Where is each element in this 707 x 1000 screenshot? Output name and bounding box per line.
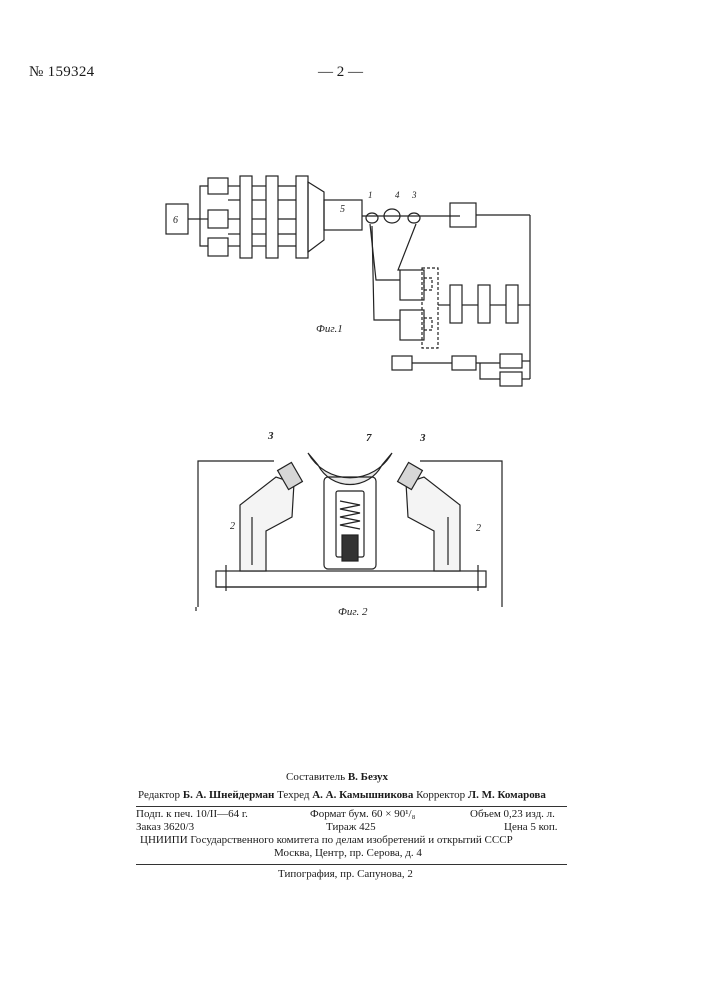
order-number: Заказ 3620/3 [136,821,194,833]
paper-format: Формат бум. 60 × 90¹/₈ [310,808,415,820]
institute: ЦНИИПИ Государственного комитета по дела… [140,834,513,846]
divider-1 [136,806,567,807]
label-3-right: 3 [419,432,426,444]
corrector-name: Л. М. Комарова [468,789,546,801]
bottom-block-left [392,356,412,370]
amp-block-1 [400,270,424,300]
chain-block-1 [450,285,462,323]
ring-7 [308,453,392,485]
label-7: 7 [366,432,372,444]
bottom-block-right [500,354,522,368]
signed-to-print: Подп. к печ. 10/II—64 г. [136,808,248,820]
tall-block-3 [296,176,308,258]
label-2-right: 2 [476,523,481,534]
chain-block-3 [506,285,518,323]
figure-1-caption: Фиг.1 [316,323,343,335]
converging-block [308,182,324,252]
label-2-left: 2 [230,521,235,532]
tall-block-1 [240,176,252,258]
editor-label: Редактор [138,789,180,801]
base [216,571,486,587]
techred-label: Техред [277,789,309,801]
techred-name: А. А. Камышникова [312,789,413,801]
figure-2-caption: Фиг. 2 [338,606,368,618]
editors-line: Редактор Б. А. Шнейдерман Техред А. А. К… [138,789,546,801]
amp-block-2 [400,310,424,340]
editor-name: Б. А. Шнейдерман [183,789,275,801]
printer: Типография, пр. Сапунова, 2 [278,868,413,880]
page-number: — 2 — [318,64,363,81]
label-3-left: 3 [267,430,274,442]
corrector-label: Корректор [416,789,465,801]
price: Цена 5 коп. [504,821,558,833]
compiler-line: Составитель В. Безух [286,771,388,783]
bearing-1 [366,213,378,223]
patent-number: № 159324 [29,64,94,81]
chain-block-2 [478,285,490,323]
block-a1 [208,178,228,194]
block-6-label: 6 [173,215,178,226]
compiler-label: Составитель [286,771,345,783]
volume: Объем 0,23 изд. л. [470,808,555,820]
figure-1-block-diagram: 6 5 1 4 3 [160,170,550,395]
block-a3 [208,238,228,256]
left-arm [240,477,294,571]
spring [340,501,360,529]
figure-2-mechanical-drawing: 3 7 3 2 2 Фиг. 2 [190,425,510,620]
block-5-label: 5 [340,204,345,215]
bottom-block-mid [452,356,476,370]
label-3: 3 [411,190,417,200]
address: Москва, Центр, пр. Серова, д. 4 [274,847,422,859]
circulation: Тираж 425 [326,821,376,833]
compiler-name: В. Безух [348,771,388,783]
block-right [450,203,476,227]
tall-block-2 [266,176,278,258]
right-arm [406,477,460,571]
label-1: 1 [368,190,373,200]
bearing-3 [408,213,420,223]
block-a2 [208,210,228,228]
label-4: 4 [395,190,400,200]
bottom-block-lower [500,372,522,386]
divider-2 [136,864,567,865]
